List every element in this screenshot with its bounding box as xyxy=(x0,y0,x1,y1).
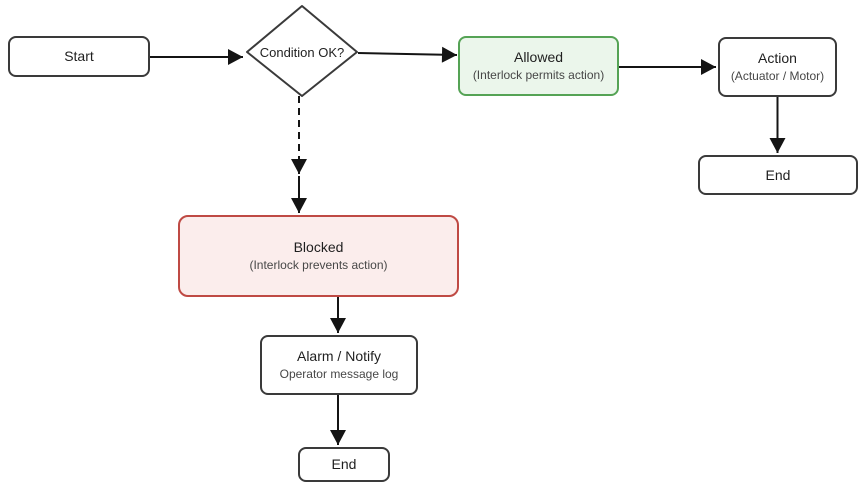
node-start-label: Start xyxy=(64,48,94,65)
node-end-right: End xyxy=(698,155,858,195)
edge-decision-to-allowed xyxy=(357,46,458,63)
node-action-subtitle: (Actuator / Motor) xyxy=(730,69,825,84)
node-action: Action (Actuator / Motor) xyxy=(718,37,837,97)
node-end-bottom: End xyxy=(298,447,390,482)
node-action-title: Action xyxy=(758,50,797,67)
node-start: Start xyxy=(8,36,150,77)
node-alarm-title: Alarm / Notify xyxy=(296,348,381,365)
node-allowed-subtitle: (Interlock permits action) xyxy=(472,68,605,83)
node-allowed-title: Allowed xyxy=(513,49,564,66)
node-decision-label: Condition OK? xyxy=(259,44,345,60)
node-allowed: Allowed (Interlock permits action) xyxy=(458,36,619,96)
node-end-right-label: End xyxy=(765,166,791,183)
node-alarm-subtitle: Operator message log xyxy=(279,367,399,382)
node-end-bottom-label: End xyxy=(331,456,357,473)
node-blocked-subtitle: (Interlock prevents action) xyxy=(249,258,388,273)
decision-diamond-shape xyxy=(246,5,358,97)
node-blocked: Blocked (Interlock prevents action) xyxy=(178,215,459,297)
node-alarm: Alarm / Notify Operator message log xyxy=(260,335,418,395)
node-blocked-title: Blocked xyxy=(293,239,344,256)
